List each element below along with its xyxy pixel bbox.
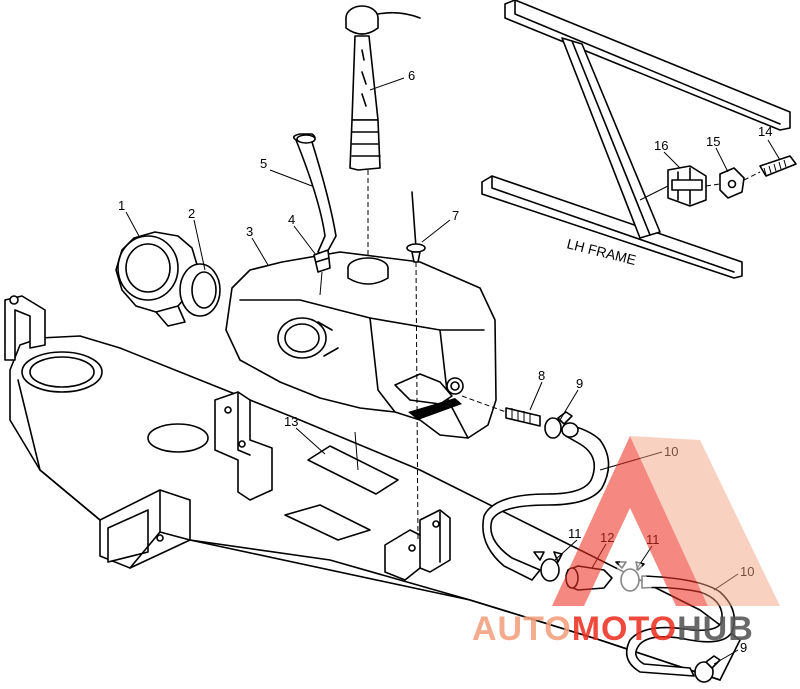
watermark-logo-icon [552, 436, 780, 606]
watermark-part1: AUTO [472, 610, 572, 648]
vent-valve-4 [313, 249, 331, 296]
fitting-8 [461, 395, 541, 427]
lh-frame [481, 0, 791, 279]
callout-16: 16 [654, 138, 668, 153]
callout-13: 13 [284, 414, 298, 429]
clamp-9-lower [694, 655, 721, 683]
callout-5: 5 [260, 156, 267, 171]
callout-3: 3 [246, 224, 253, 239]
fuel-gauge-6 [345, 5, 421, 258]
bracket-16 [667, 165, 707, 207]
callout-7: 7 [452, 208, 459, 223]
hose-10-lower [625, 575, 736, 677]
hose-10-upper [482, 422, 610, 581]
pad-13 [307, 445, 399, 495]
watermark-text: AUTOMOTOHUB [472, 610, 754, 648]
callout-8: 8 [538, 368, 545, 383]
main-frame [4, 295, 741, 681]
callout-14: 14 [758, 124, 772, 139]
callout-2: 2 [188, 206, 195, 221]
callout-10-upper: 10 [664, 444, 678, 459]
mount-bracket-left [214, 391, 273, 501]
clip-15 [719, 167, 745, 199]
callout-15: 15 [706, 134, 720, 149]
callout-11-left: 11 [568, 526, 582, 541]
callout-9-lower: 9 [740, 640, 747, 655]
fuel-tank-3 [225, 251, 497, 439]
bolt-7 [406, 191, 426, 541]
callout-6: 6 [408, 68, 415, 83]
watermark: AUTOMOTOHUB [472, 436, 780, 648]
clamp-11-left [533, 551, 563, 582]
watermark-part2: MOTO [572, 610, 677, 648]
watermark-part3: HUB [677, 610, 754, 648]
gasket-2 [179, 263, 221, 317]
callout-4: 4 [288, 212, 295, 227]
cap-1 [115, 231, 199, 327]
callout-10-lower: 10 [740, 564, 754, 579]
vent-hose-5 [292, 133, 337, 257]
clamp-9-upper [544, 411, 573, 439]
callout-1: 1 [118, 198, 125, 213]
screw-14 [759, 155, 797, 177]
callout-9-upper: 9 [576, 376, 583, 391]
